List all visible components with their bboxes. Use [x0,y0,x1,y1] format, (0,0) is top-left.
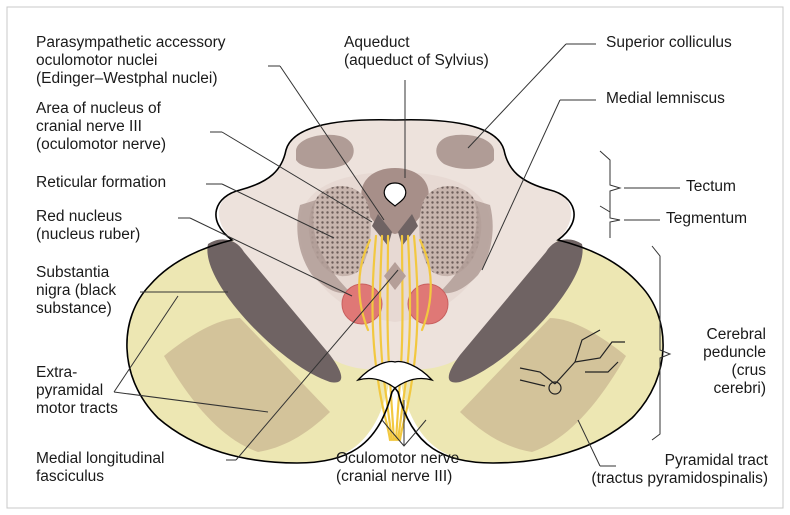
label-pyramidal-tract: Pyramidal tract (tractus pyramidospinali… [556,452,768,488]
label-line: Area of nucleus of [36,100,166,118]
label-line: pyramidal [36,382,118,400]
label-line: (Edinger–Westphal nuclei) [36,70,226,88]
right-red-nucleus [408,284,448,324]
label-line: Aqueduct [344,34,489,52]
label-parasympathetic-nuclei: Parasympathetic accessory oculomotor nuc… [36,34,226,88]
label-reticular-formation: Reticular formation [36,174,166,192]
label-line: Pyramidal tract [556,452,768,470]
label-line: Red nucleus [36,208,140,226]
label-tegmentum: Tegmentum [666,210,747,228]
label-line: nigra (black [36,282,116,300]
label-line: Tegmentum [666,210,747,228]
left-red-nucleus [342,284,382,324]
label-line: oculomotor nuclei [36,52,226,70]
label-medial-longitudinal-fasciculus: Medial longitudinal fasciculus [36,450,164,486]
label-cerebral-peduncle: Cerebral peduncle (crus cerebri) [686,326,766,398]
label-line: Tectum [686,178,736,196]
label-line: (aqueduct of Sylvius) [344,52,489,70]
label-line: cranial nerve III [36,118,166,136]
label-line: Reticular formation [36,174,166,192]
label-line: Extra- [36,364,118,382]
label-line: substance) [36,300,116,318]
label-line: Cerebral [686,326,766,344]
label-tectum: Tectum [686,178,736,196]
label-area-of-nucleus-cn3: Area of nucleus of cranial nerve III (oc… [36,100,166,154]
label-line: fasciculus [36,468,164,486]
label-line: Superior colliculus [606,34,732,52]
label-red-nucleus: Red nucleus (nucleus ruber) [36,208,140,244]
label-line: peduncle [686,344,766,362]
label-extrapyramidal-tracts: Extra- pyramidal motor tracts [36,364,118,418]
label-line: Medial longitudinal [36,450,164,468]
label-line: Parasympathetic accessory [36,34,226,52]
label-oculomotor-nerve: Oculomotor nerve (cranial nerve III) [336,450,459,486]
label-line: (cranial nerve III) [336,468,459,486]
label-medial-lemniscus: Medial lemniscus [606,90,725,108]
label-line: (crus [686,362,766,380]
label-aqueduct: Aqueduct (aqueduct of Sylvius) [344,34,489,70]
label-line: (oculomotor nerve) [36,136,166,154]
label-line: cerebri) [686,380,766,398]
label-line: (tractus pyramidospinalis) [556,470,768,488]
label-substantia-nigra: Substantia nigra (black substance) [36,264,116,318]
label-line: motor tracts [36,400,118,418]
label-line: (nucleus ruber) [36,226,140,244]
label-line: Oculomotor nerve [336,450,459,468]
label-line: Medial lemniscus [606,90,725,108]
label-line: Substantia [36,264,116,282]
label-superior-colliculus: Superior colliculus [606,34,732,52]
